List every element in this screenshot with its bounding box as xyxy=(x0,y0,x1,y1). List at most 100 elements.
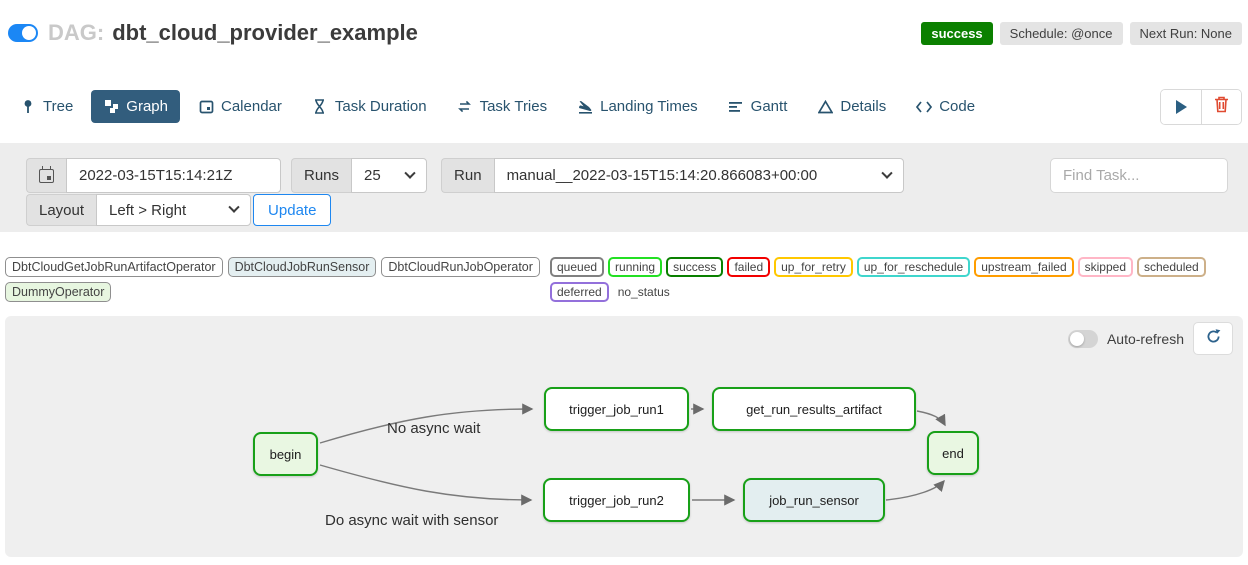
legend: DbtCloudGetJobRunArtifactOperator DbtClo… xyxy=(5,257,1243,302)
toggle-knob xyxy=(22,26,36,40)
operator-badge: DbtCloudGetJobRunArtifactOperator xyxy=(5,257,223,277)
refresh-button[interactable] xyxy=(1193,322,1233,355)
tab-details[interactable]: Details xyxy=(805,90,898,123)
filter-row-1: Runs 25 Run manual__2022-03-15T15:14:20.… xyxy=(26,158,1228,193)
graph-panel: Auto-refresh No async wai xyxy=(5,316,1243,557)
task-node-end[interactable]: end xyxy=(927,431,979,475)
status-legend-badge: up_for_reschedule xyxy=(856,257,971,277)
status-legend-badge: failed xyxy=(727,257,771,277)
status-legend-badge: running xyxy=(608,257,663,277)
calendar-icon xyxy=(39,165,54,183)
task-node-trigger-job-run1[interactable]: trigger_job_run1 xyxy=(544,387,689,431)
status-legend-badge: scheduled xyxy=(1137,257,1206,277)
gantt-bars-icon xyxy=(728,99,744,115)
refresh-icon xyxy=(1205,328,1222,350)
status-legend-badge: upstream_failed xyxy=(974,257,1074,277)
tab-label: Task Tries xyxy=(479,98,548,115)
tab-label: Code xyxy=(939,98,976,115)
edge-sensor-end xyxy=(885,479,945,501)
tab-tree[interactable]: Tree xyxy=(8,90,85,123)
schedule-badge: Schedule: @once xyxy=(999,21,1123,45)
operator-badge: DbtCloudRunJobOperator xyxy=(381,257,540,277)
tab-graph[interactable]: Graph xyxy=(91,90,180,123)
edge-begin-trigger1 xyxy=(319,403,534,444)
graph-controls: Auto-refresh xyxy=(1067,322,1233,355)
status-legend: queued running success failed up_for_ret… xyxy=(550,257,1243,302)
tab-task-tries[interactable]: Task Tries xyxy=(445,90,560,123)
status-legend-badge: deferred xyxy=(550,282,609,302)
tab-label: Tree xyxy=(43,98,74,115)
operator-legend: DbtCloudGetJobRunArtifactOperator DbtClo… xyxy=(5,257,550,302)
tab-label: Calendar xyxy=(221,98,282,115)
execution-date-input[interactable] xyxy=(66,158,281,193)
chevron-down-icon xyxy=(880,167,893,179)
tab-label: Task Duration xyxy=(334,98,427,115)
task-node-get-run-results-artifact[interactable]: get_run_results_artifact xyxy=(712,387,916,431)
calendar-addon[interactable] xyxy=(26,158,66,193)
find-task-input[interactable] xyxy=(1050,158,1228,193)
auto-refresh-label: Auto-refresh xyxy=(1106,330,1184,347)
chevron-down-icon xyxy=(404,167,416,179)
triangle-icon xyxy=(817,99,833,115)
dag-pause-toggle[interactable] xyxy=(8,24,38,42)
plane-landing-icon xyxy=(577,99,593,115)
header-badges: success Schedule: @once Next Run: None xyxy=(921,21,1242,45)
chevron-down-icon xyxy=(228,201,240,213)
edge-label: Do async wait with sensor xyxy=(325,512,499,529)
dag-prefix-label: DAG: xyxy=(48,20,105,45)
run-group: Run manual__2022-03-15T15:14:20.866083+0… xyxy=(441,158,904,193)
tab-label: Gantt xyxy=(750,98,788,115)
dag-edges xyxy=(319,403,946,506)
repeat-icon xyxy=(457,99,473,115)
tab-label: Details xyxy=(840,98,887,115)
layout-group: Layout Left > Right xyxy=(26,194,252,226)
task-node-trigger-job-run2[interactable]: trigger_job_run2 xyxy=(543,478,690,522)
tab-label: Landing Times xyxy=(600,98,698,115)
execution-date-group xyxy=(26,158,281,193)
runs-select[interactable]: 25 xyxy=(351,158,428,193)
delete-dag-button[interactable] xyxy=(1201,89,1241,124)
run-label: Run xyxy=(441,158,494,193)
filter-strip: Runs 25 Run manual__2022-03-15T15:14:20.… xyxy=(0,143,1248,232)
runs-label: Runs xyxy=(291,158,352,193)
layout-label: Layout xyxy=(26,194,97,226)
play-icon xyxy=(1175,99,1187,114)
operator-badge: DbtCloudJobRunSensor xyxy=(227,257,377,277)
tab-task-duration[interactable]: Task Duration xyxy=(300,90,439,123)
layout-value: Left > Right xyxy=(109,201,187,219)
toggle-knob xyxy=(1069,331,1084,346)
tab-label: Graph xyxy=(126,98,168,115)
sitemap-icon xyxy=(103,99,119,115)
pin-icon xyxy=(20,99,36,115)
status-legend-badge: skipped xyxy=(1077,257,1133,277)
run-select[interactable]: manual__2022-03-15T15:14:20.866083+00:00 xyxy=(493,158,904,193)
task-node-job-run-sensor[interactable]: job_run_sensor xyxy=(743,478,885,522)
calendar-icon xyxy=(198,99,214,115)
update-button[interactable]: Update xyxy=(253,194,332,226)
edge-artifact-end xyxy=(916,410,946,427)
edge-label: No async wait xyxy=(387,420,481,437)
edge-begin-trigger2 xyxy=(319,464,533,506)
trash-icon xyxy=(1214,96,1229,118)
task-node-begin[interactable]: begin xyxy=(253,432,318,476)
status-legend-badge: no_status xyxy=(617,285,670,299)
run-value: manual__2022-03-15T15:14:20.866083+00:00 xyxy=(506,167,818,184)
status-badge: success xyxy=(921,21,993,45)
tab-calendar[interactable]: Calendar xyxy=(186,90,294,123)
dag-header: DAG: dbt_cloud_provider_example success … xyxy=(8,16,1242,50)
tab-landing-times[interactable]: Landing Times xyxy=(565,90,710,123)
status-legend-badge: queued xyxy=(550,257,605,277)
tab-gantt[interactable]: Gantt xyxy=(716,90,800,123)
status-legend-badge: success xyxy=(666,257,724,277)
code-icon xyxy=(916,99,933,115)
tab-code[interactable]: Code xyxy=(904,90,987,123)
trigger-dag-button[interactable] xyxy=(1161,89,1201,124)
page-title: dbt_cloud_provider_example xyxy=(112,20,418,45)
view-tabbar: Tree Graph Calendar Task Duration Task T… xyxy=(8,88,1242,125)
status-legend-badge: up_for_retry xyxy=(774,257,853,277)
operator-badge: DummyOperator xyxy=(5,282,112,302)
next-run-badge: Next Run: None xyxy=(1129,21,1242,45)
auto-refresh-toggle[interactable] xyxy=(1067,329,1098,348)
layout-select[interactable]: Left > Right xyxy=(96,194,252,226)
